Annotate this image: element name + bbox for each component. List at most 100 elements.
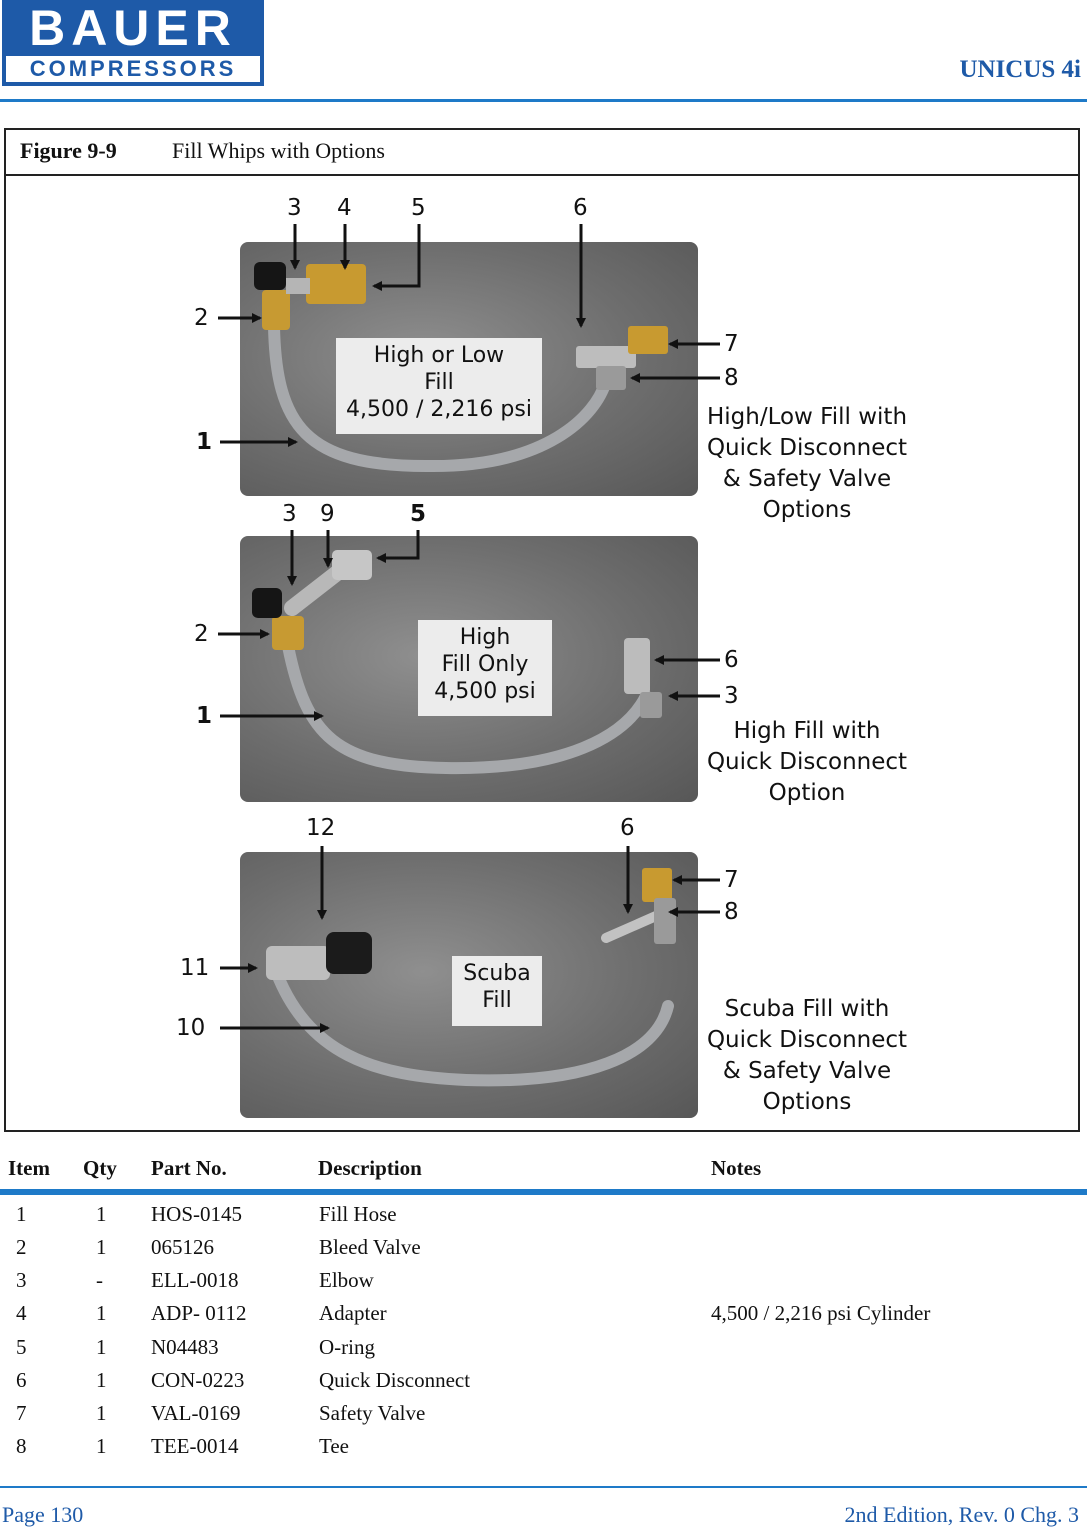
- parts-table-header: Item Qty Part No. Description Notes: [0, 1156, 1087, 1186]
- photo-label-line: Scuba: [463, 961, 531, 986]
- photo-label-line: Fill Only: [441, 652, 529, 677]
- callout-1: 1: [196, 703, 213, 729]
- caption-line: Quick Disconnect: [706, 749, 908, 775]
- caption-line: High/Low Fill with: [706, 404, 908, 430]
- cell-part-no: 065126: [151, 1235, 214, 1259]
- header-divider: [0, 99, 1087, 102]
- photo-label-high: High Fill Only 4,500 psi: [418, 620, 552, 716]
- photo-label-line: 4,500 psi: [434, 679, 536, 704]
- page-number: Page 130: [2, 1502, 84, 1527]
- callout-12: 12: [306, 815, 336, 841]
- document-title: UNICUS 4i: [959, 56, 1081, 83]
- edition-info: 2nd Edition, Rev. 0 Chg. 3: [844, 1502, 1079, 1527]
- caption-line: Options: [762, 1089, 852, 1115]
- cell-description: Safety Valve: [319, 1401, 426, 1425]
- callout-9: 9: [320, 501, 335, 527]
- photo-label-line: Fill: [482, 988, 512, 1013]
- cell-qty: -: [96, 1268, 103, 1292]
- cell-description: Elbow: [319, 1268, 374, 1292]
- cell-description: Adapter: [319, 1301, 387, 1325]
- cell-item: 3: [16, 1268, 27, 1292]
- callout-2: 2: [194, 305, 209, 331]
- callout-4: 4: [337, 195, 352, 221]
- figure-body: High or Low Fill 4,500 / 2,216 psi High …: [6, 176, 1078, 1130]
- callout-2: 2: [194, 621, 209, 647]
- photo-label-line: 4,500 / 2,216 psi: [346, 397, 532, 422]
- callout-5: 5: [410, 501, 427, 527]
- callout-7: 7: [724, 331, 739, 357]
- footer-divider: [0, 1486, 1087, 1488]
- callout-6: 6: [620, 815, 635, 841]
- caption-line: Quick Disconnect: [706, 435, 908, 461]
- callout-8: 8: [724, 899, 739, 925]
- cell-qty: 1: [96, 1368, 107, 1392]
- table-row: 2 1 065126 Bleed Valve: [0, 1235, 1087, 1268]
- caption-line: & Safety Valve: [722, 1058, 892, 1084]
- cell-qty: 1: [96, 1235, 107, 1259]
- callout-3: 3: [282, 501, 297, 527]
- table-header-divider: [0, 1189, 1087, 1195]
- photo-label-high-low: High or Low Fill 4,500 / 2,216 psi: [336, 338, 542, 434]
- cell-qty: 1: [96, 1401, 107, 1425]
- cell-qty: 1: [96, 1202, 107, 1226]
- callout-11: 11: [180, 955, 210, 981]
- cell-item: 8: [16, 1434, 27, 1458]
- table-row: 5 1 N04483 O-ring: [0, 1335, 1087, 1368]
- cell-item: 4: [16, 1301, 27, 1325]
- cell-part-no: TEE-0014: [151, 1434, 239, 1458]
- cell-item: 1: [16, 1202, 27, 1226]
- cell-part-no: N04483: [151, 1335, 219, 1359]
- photo-label-line: High: [459, 625, 511, 650]
- table-row: 6 1 CON-0223 Quick Disconnect: [0, 1368, 1087, 1401]
- cell-item: 7: [16, 1401, 27, 1425]
- figure-label: Figure 9-9: [20, 138, 117, 163]
- table-row: 3 - ELL-0018 Elbow: [0, 1268, 1087, 1301]
- caption-line: Options: [762, 497, 852, 523]
- cell-notes: 4,500 / 2,216 psi Cylinder: [711, 1301, 931, 1325]
- callout-3: 3: [287, 195, 302, 221]
- cell-part-no: ADP- 0112: [151, 1301, 247, 1325]
- caption-high: High Fill with Quick Disconnect Option: [682, 716, 932, 809]
- caption-line: Scuba Fill with: [724, 996, 890, 1022]
- callout-6: 6: [724, 647, 739, 673]
- caption-line: & Safety Valve: [722, 466, 892, 492]
- cell-description: O-ring: [319, 1335, 375, 1359]
- photo-label-line: Fill: [424, 370, 454, 395]
- cell-qty: 1: [96, 1434, 107, 1458]
- caption-scuba: Scuba Fill with Quick Disconnect & Safet…: [682, 994, 932, 1118]
- caption-high-low: High/Low Fill with Quick Disconnect & Sa…: [682, 402, 932, 526]
- cell-part-no: HOS-0145: [151, 1202, 243, 1226]
- table-row: 8 1 TEE-0014 Tee: [0, 1434, 1087, 1467]
- cell-item: 2: [16, 1235, 27, 1259]
- callout-8: 8: [724, 365, 739, 391]
- cell-part-no: CON-0223: [151, 1368, 245, 1392]
- header-description: Description: [318, 1156, 422, 1180]
- bauer-logo: BAUER COMPRESSORS: [2, 0, 264, 86]
- cell-item: 6: [16, 1368, 27, 1392]
- caption-line: High Fill with: [733, 718, 881, 744]
- header-qty: Qty: [83, 1156, 117, 1180]
- callout-1: 1: [196, 429, 213, 455]
- cell-description: Fill Hose: [319, 1202, 397, 1226]
- callout-6: 6: [573, 195, 588, 221]
- table-row: 4 1 ADP- 0112 Adapter 4,500 / 2,216 psi …: [0, 1301, 1087, 1334]
- callout-5: 5: [411, 195, 426, 221]
- callout-10: 10: [176, 1015, 206, 1041]
- cell-part-no: VAL-0169: [151, 1401, 241, 1425]
- table-row: 7 1 VAL-0169 Safety Valve: [0, 1401, 1087, 1434]
- callout-3: 3: [724, 683, 739, 709]
- figure-title: Fill Whips with Options: [172, 138, 385, 163]
- header-item: Item: [8, 1156, 50, 1180]
- logo-wordmark: BAUER: [6, 2, 260, 54]
- logo-subtitle: COMPRESSORS: [6, 56, 260, 82]
- figure-box: Figure 9-9 Fill Whips with Options High …: [4, 128, 1080, 1132]
- photo-label-scuba: Scuba Fill: [452, 956, 542, 1026]
- caption-line: Quick Disconnect: [706, 1027, 908, 1053]
- cell-qty: 1: [96, 1335, 107, 1359]
- cell-description: Bleed Valve: [319, 1235, 421, 1259]
- cell-description: Tee: [319, 1434, 350, 1458]
- figure-drawing: [218, 224, 720, 1087]
- cell-description: Quick Disconnect: [319, 1368, 471, 1392]
- photo-label-line: High or Low: [373, 343, 505, 368]
- cell-item: 5: [16, 1335, 27, 1359]
